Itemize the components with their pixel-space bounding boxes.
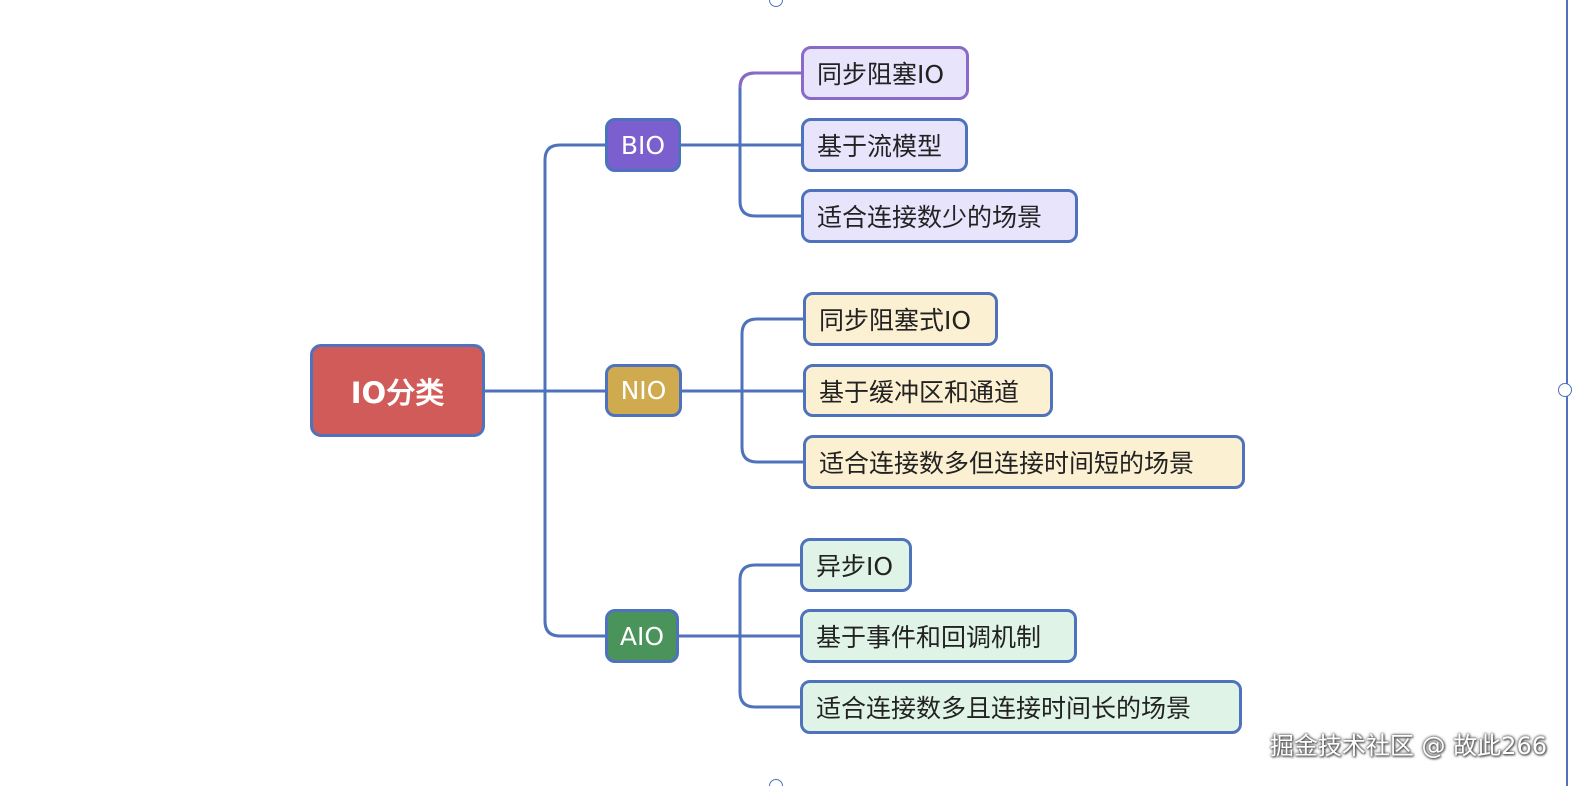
selection-handle-right[interactable] [1558,383,1572,397]
branch-node-bio[interactable]: BIO [605,118,681,172]
selection-handle-bottom[interactable] [769,779,783,786]
leaf-node-aio-2[interactable]: 基于事件和回调机制 [800,609,1077,663]
leaf-node-bio-1[interactable]: 同步阻塞IO [801,46,969,100]
leaf-node-aio-1[interactable]: 异步IO [800,538,912,592]
connector-aio-leaf-3 [738,636,800,709]
branch-node-label: NIO [620,376,667,405]
leaf-node-label: 适合连接数少的场景 [817,203,1043,232]
connector-root-bio [485,143,605,393]
leaf-node-aio-3[interactable]: 适合连接数多且连接时间长的场景 [800,680,1242,734]
leaf-node-bio-3[interactable]: 适合连接数少的场景 [801,189,1078,243]
leaf-node-label: 基于缓冲区和通道 [819,377,1020,407]
leaf-node-label: 异步IO [816,552,894,581]
leaf-node-nio-3[interactable]: 适合连接数多但连接时间短的场景 [803,435,1245,489]
leaf-node-label: 同步阻塞式IO [819,306,972,335]
leaf-node-nio-1[interactable]: 同步阻塞式IO [803,292,998,346]
connector-nio-leaf-3 [740,391,803,464]
leaf-node-label: 适合连接数多但连接时间短的场景 [819,449,1195,478]
leaf-node-label: 适合连接数多且连接时间长的场景 [816,694,1192,723]
leaf-node-bio-2[interactable]: 基于流模型 [801,118,968,172]
leaf-node-label: 基于流模型 [817,132,943,161]
connector-bio-leaf-3 [738,145,801,218]
connector-nio-leaf-1 [682,317,803,393]
connector-aio-leaf-1 [679,563,800,638]
branch-node-aio[interactable]: AIO [605,609,679,663]
leaf-node-label: 基于事件和回调机制 [816,623,1042,652]
connector-bio-leaf-1-accent [738,71,801,89]
root-node-label: IO分类 [350,375,445,410]
branch-node-nio[interactable]: NIO [605,364,682,417]
watermark-text: 掘金技术社区 @ 故此266 [1269,732,1547,760]
connector-root-aio [543,391,605,638]
branch-node-label: AIO [619,621,665,651]
root-node[interactable]: IO分类 [310,344,485,437]
leaf-node-label: 同步阻塞IO [817,60,945,89]
branch-node-label: BIO [620,130,666,160]
leaf-node-nio-2[interactable]: 基于缓冲区和通道 [803,364,1053,417]
